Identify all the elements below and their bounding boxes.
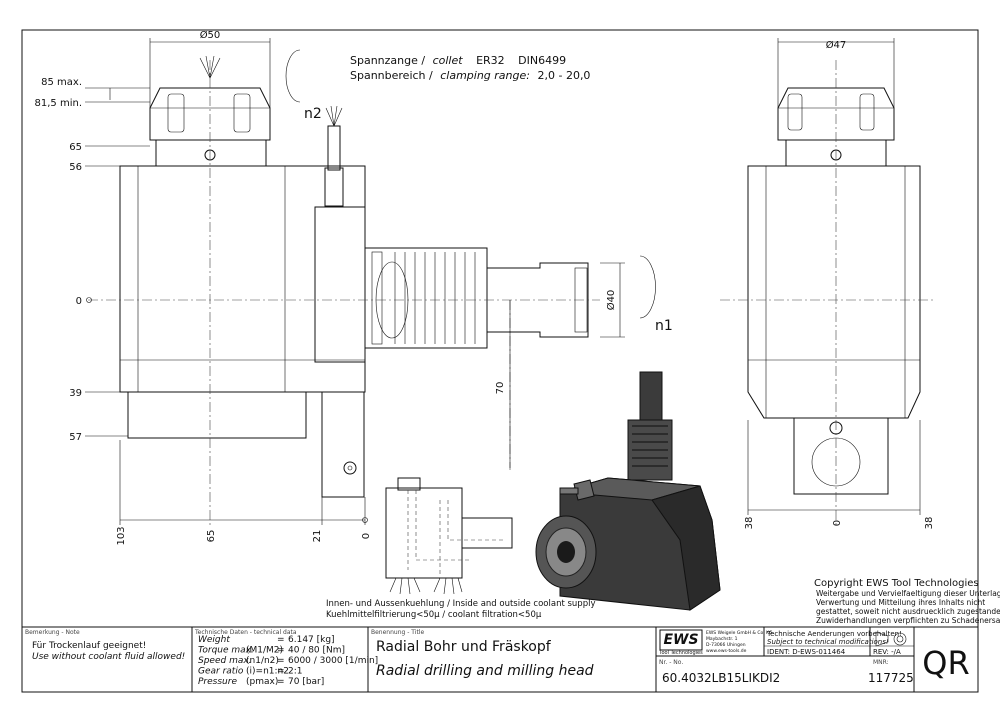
dim-side-width: Ø47 [826,39,847,51]
ews-logo-text: EWS [663,632,698,648]
title-header: Benennung - Title [371,629,424,636]
projection-symbol [875,631,889,647]
dim-b103: 103 [116,526,127,545]
copyright-title: Copyright EWS Tool Technologies [814,578,979,589]
dim-s38-left: 38 [744,517,755,530]
dim-dia40: Ø40 [605,290,617,311]
mnr-header: MNR: [873,659,889,666]
coolant-text-2: Kuehlmittelfiltrierung<50µ / coolant fil… [326,610,542,620]
copyright-line-2: Verwertung und Mitteilung ihres Inhalts … [816,598,985,607]
range-value: 2,0 - 20,0 [537,69,590,82]
company-line-2: Maybachstr. 1 [706,636,738,642]
tech-m-3: (i)=n1:n2 [246,667,289,677]
front-dimensions: Ø50 85 max. 81,5 min. 65 56 0 39 57 70 Ø… [35,29,625,546]
tech-data-table: Weight=6.147 [kg]Torque max.(M1/M2)=40 /… [198,635,378,687]
range-label-en: clamping range: [440,69,530,82]
company-line-4: www.ews-tools.de [706,648,747,654]
tech-eq-0: = [277,635,285,645]
note-header: Bemerkung - Note [25,629,80,636]
tech-k-1: Torque max. [198,646,254,656]
nr-header: Nr. - No. [659,659,683,666]
dim-front-width: Ø50 [200,29,221,41]
tech-v-2: 6000 / 3000 [1/min] [288,656,378,666]
side-view: Ø47 38 0 38 [720,38,935,529]
dim-39: 39 [69,388,82,399]
dim-56: 56 [69,162,82,173]
dim-b0: 0 [361,533,372,539]
note-en: Use without coolant fluid allowed! [32,652,185,662]
collet-label-de: Spannzange / [350,54,425,67]
tech-m-1: (M1/M2) [246,646,283,656]
copyright-line-4: Zuwiderhandlungen verpflichten zu Schade… [816,616,1000,625]
copyright-line-3: gestattet, soweit nicht ausdruecklich zu… [816,607,1000,616]
note-de: Für Trockenlauf geeignet! [32,641,146,651]
tech-m-2: (n1/n2) [246,656,279,666]
rotation-arrow-n1 [639,255,656,319]
ident: IDENT: D-EWS-011464 [767,648,846,656]
tech-v-4: 70 [bar] [288,677,324,687]
dim-0: 0 [76,296,82,307]
svg-text:Spannzange / collet: Spannzange / collet ER32 DIN6499 [350,54,566,67]
product-render [535,371,721,611]
tech-k-4: Pressure [198,677,237,687]
revision: REV: -/A [873,648,901,656]
tech-eq-3: = [277,667,285,677]
title-en: Radial drilling and milling head [376,663,594,679]
collet-label-en: collet [433,54,464,67]
dim-b65: 65 [206,530,217,543]
tech-m-4: (pmax) [246,677,278,687]
company-line-3: D-73066 Uhingen [706,642,746,648]
title-de: Radial Bohr und Fräskopf [376,639,552,655]
qr-label: QR [922,644,969,682]
tech-v-1: 40 / 80 [Nm] [288,646,345,656]
copyright-line-1: Weitergabe und Vervielfaeltigung dieser … [816,589,1000,598]
rotation-arrow-n2 [285,49,301,103]
range-label-de: Spannbereich / [350,69,433,82]
part-number: 60.4032LB15LIKDI2 [662,671,780,685]
dim-65: 65 [69,142,82,153]
ews-logo-sub: Tool Technologies [658,650,703,656]
dim-s38-right: 38 [924,517,935,530]
dim-s0: 0 [832,520,843,526]
collet-type: ER32 [476,54,505,67]
tech-eq-4: = [277,677,285,687]
housing-body [119,165,366,393]
mnr-value: 117725 [868,671,914,685]
collet-std: DIN6499 [518,54,566,67]
tech-eq-2: = [277,656,285,666]
spec-labels: Spannzange / collet ER32 DIN6499 Spannbe… [304,54,673,334]
copyright-block: Copyright EWS Tool Technologies Weiterga… [814,578,1000,625]
company-line-1: EWS Weigele GmbH & Co. KG [706,630,773,636]
tech-v-3: 2:1 [288,667,302,677]
dim-height-max: 85 max. [41,77,82,88]
dim-height-min: 81,5 min. [35,98,82,109]
coolant-schematic: Innen- und Aussenkuehlung / Inside and o… [326,477,596,620]
sheet-border [21,29,979,693]
changes-en: Subject to technical modifications! [767,638,889,646]
dim-b21: 21 [312,530,323,543]
front-view [88,49,656,525]
label-n1: n1 [655,318,673,334]
coolant-text-1: Innen- und Aussenkuehlung / Inside and o… [326,599,596,609]
dim-57: 57 [69,432,82,443]
tech-eq-1: = [277,646,285,656]
title-block: Bemerkung - Note Für Trockenlauf geeigne… [22,626,978,692]
tech-k-0: Weight [198,635,230,645]
changes-de: Technische Aenderungen vorbehalten! [766,630,902,638]
ews-logo [659,629,703,651]
label-n2: n2 [304,106,322,122]
tech-k-3: Gear ratio [198,667,244,677]
tech-v-0: 6.147 [kg] [288,635,335,645]
tech-k-2: Speed max. [198,656,252,666]
tech-header: Technische Daten - technical data [194,629,297,636]
svg-text:Spannbereich / clamping: Spannbereich / clamping range: 2,0 - 20,… [350,69,590,82]
dim-70: 70 [495,382,506,395]
